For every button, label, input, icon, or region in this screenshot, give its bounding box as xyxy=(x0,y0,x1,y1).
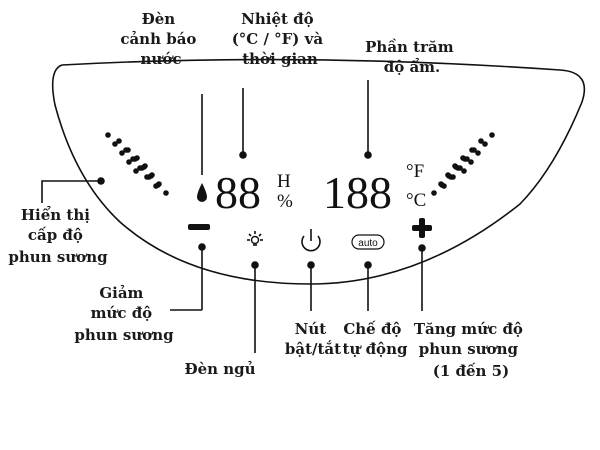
mist-dot xyxy=(116,138,122,144)
mist-dot xyxy=(149,172,155,178)
mist-dot xyxy=(469,147,475,153)
callout-dot-mist-up xyxy=(418,244,426,252)
minus-button[interactable] xyxy=(188,224,210,230)
callout-dot-mist-level xyxy=(97,177,105,185)
mist-dot xyxy=(478,138,484,144)
label-power: Nút bật/tắt xyxy=(285,320,341,358)
water-drop-icon xyxy=(197,183,207,202)
mist-dot xyxy=(460,155,466,161)
percent-indicator: % xyxy=(277,191,293,212)
mist-dot xyxy=(482,141,488,147)
mist-dot xyxy=(475,150,481,156)
label-mist-level: Hiển thị cấp độ phun sương xyxy=(8,206,108,266)
mist-dot xyxy=(133,168,139,174)
mist-dot xyxy=(156,181,162,187)
panel-outline xyxy=(51,58,586,285)
auto-mode-button[interactable]: auto xyxy=(351,234,385,250)
label-temp-time: Nhiệt độ (°C / °F) và thời gian xyxy=(232,10,329,68)
mist-dot xyxy=(119,150,125,156)
mist-dot xyxy=(126,159,132,165)
mist-dot xyxy=(489,132,495,138)
mist-dot xyxy=(112,141,118,147)
mist-dot xyxy=(438,181,444,187)
night-light-icon[interactable] xyxy=(247,231,263,246)
left-digits-display: 88 xyxy=(215,167,261,218)
label-humidity: Phần trăm độ ẩm. xyxy=(365,38,459,76)
plus-button[interactable] xyxy=(412,218,432,238)
label-auto-mode: Chế độ tự động xyxy=(343,320,408,358)
mist-dot xyxy=(105,132,111,138)
mist-level-dots-right xyxy=(431,132,495,196)
callout-line-mist-level xyxy=(41,180,98,203)
mist-dot xyxy=(125,147,131,153)
callout-dot-humidity xyxy=(364,151,372,159)
auto-badge-text: auto xyxy=(358,238,378,249)
callout-dot-night-light xyxy=(251,261,259,269)
mist-dot xyxy=(134,155,140,161)
mist-dot xyxy=(452,163,458,169)
mist-level-dots-left xyxy=(105,132,169,196)
h-indicator: H xyxy=(277,171,291,192)
mist-dot xyxy=(468,159,474,165)
power-button-icon[interactable] xyxy=(301,229,321,252)
label-mist-down: Giảm mức độ phun sương xyxy=(74,284,174,344)
label-water-warning: Đèn cảnh báo nước xyxy=(120,10,201,68)
label-mist-up: Tăng mức độ phun sương (1 đến 5) xyxy=(414,320,528,380)
mist-dot xyxy=(461,168,467,174)
celsius-indicator: °C xyxy=(406,190,426,211)
mist-dot xyxy=(445,172,451,178)
right-digits-display: 188 xyxy=(323,167,392,218)
callout-dot-mist-down xyxy=(198,243,206,251)
callout-dot-temp-time xyxy=(239,151,247,159)
fahrenheit-indicator: °F xyxy=(406,161,424,182)
callout-dot-auto xyxy=(364,261,372,269)
mist-dot xyxy=(142,163,148,169)
mist-dot xyxy=(163,190,169,196)
mist-dot xyxy=(431,190,437,196)
label-night-light: Đèn ngủ xyxy=(184,360,255,378)
callout-dot-power xyxy=(307,261,315,269)
